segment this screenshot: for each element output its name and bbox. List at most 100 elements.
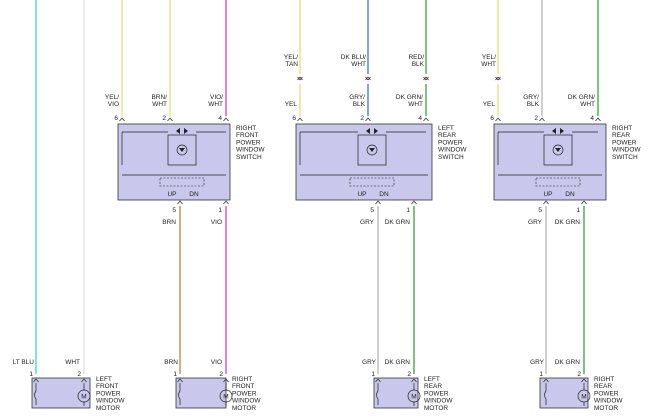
motor-4-internal-wire-left <box>544 383 547 405</box>
switch-3-inline-connector-0 <box>495 76 501 81</box>
switch-3-internal-frame <box>543 134 573 166</box>
motor-2-pin-1: 1 <box>173 371 177 378</box>
switch-3-toggle-frame <box>535 177 581 187</box>
motor-3-connector-1 <box>375 378 381 383</box>
switch-2-body <box>295 123 433 201</box>
motor-3-pin-2: 2 <box>407 371 411 378</box>
switch-1-bottom-label-0: BRN <box>162 219 176 226</box>
motor-3-motor-letter: M <box>411 394 416 401</box>
switch-1-bottom-label-1: VIO <box>211 219 222 226</box>
switch-2-connector-top-2 <box>423 117 429 122</box>
switch-3-diode-pair-icon <box>552 128 564 134</box>
motor-2-internal-wire-left <box>178 383 181 405</box>
motor-3-connector-2 <box>411 378 417 383</box>
switch-3-pin-bottom-0: 5 <box>538 207 542 214</box>
switch-3-pin-bottom-1: 1 <box>576 207 580 214</box>
motor-4-body <box>539 377 589 409</box>
switch-1-connector-bottom-0 <box>177 200 183 205</box>
switch-1-pin-bottom-0: 5 <box>172 207 176 214</box>
motor-4-motor-letter: M <box>581 394 586 401</box>
switch-3-top-label-0: YEL <box>483 101 496 108</box>
switch-2-arrow-icon <box>369 148 375 152</box>
motor-3-internal-wire-left <box>376 383 379 405</box>
switch-1-internal-frame <box>167 134 197 166</box>
switch-2-top-label-1: GRY/BLK <box>349 94 365 108</box>
motor-3-body <box>373 377 419 409</box>
motor-1-body <box>31 377 91 409</box>
switch-1-arrow-icon <box>179 148 185 152</box>
switch-3-connector-top-2 <box>595 117 601 122</box>
switch-3-upper-label-0: YEL/WHT <box>481 54 496 68</box>
switch-2-top-label-0: YEL <box>285 101 298 108</box>
motor-4-pin-1: 1 <box>539 371 543 378</box>
motor-2-pin-2: 2 <box>219 371 223 378</box>
switch-2-relay-coil-icon <box>366 144 378 156</box>
switch-1-toggle-frame <box>159 177 205 187</box>
motor-2-connector-1 <box>177 378 183 383</box>
switch-2-pin-top-2: 4 <box>418 115 422 122</box>
switch-1-pin-bottom-1: 1 <box>218 207 222 214</box>
switch-2-pin-bottom-0: 5 <box>370 207 374 214</box>
switch-1-connector-top-1 <box>167 117 173 122</box>
switch-2-connector-top-0 <box>297 117 303 122</box>
switch-2-upper-label-0: YEL/TAN <box>284 54 298 68</box>
switch-3-relay-coil-icon <box>552 144 564 156</box>
switch-2-inline-connector-2 <box>423 76 429 81</box>
switch-3-bottom-label-1: DK GRN <box>555 219 581 226</box>
motor-1-motor-letter: M <box>81 394 86 401</box>
switch-1-top-label-2: VIO/WHT <box>208 94 223 108</box>
switch-3-pin-top-0: 6 <box>490 115 494 122</box>
switch-1-relay-coil-icon <box>176 144 188 156</box>
switch-3-dn-label: DN <box>565 191 575 198</box>
switch-1-pin-top-0: 6 <box>114 115 118 122</box>
switch-2-connector-bottom-1 <box>411 200 417 205</box>
switch-2-toggle-frame <box>349 177 395 187</box>
motor-4-connector-2 <box>581 378 587 383</box>
switch-2-dn-label: DN <box>379 191 389 198</box>
motor-1-pin-2: 2 <box>77 371 81 378</box>
motor-2-left-label: BRN <box>164 359 178 366</box>
switch-2-connector-top-1 <box>365 117 371 122</box>
switch-1-up-label: UP <box>167 191 176 198</box>
switch-2-pin-top-1: 2 <box>360 115 364 122</box>
motor-1-connector-1 <box>33 378 39 383</box>
switch-1-connector-top-0 <box>119 117 125 122</box>
switch-1-connector-bottom-1 <box>223 200 229 205</box>
switch-1-connector-top-2 <box>223 117 229 122</box>
switch-1-dn-label: DN <box>189 191 199 198</box>
motor-1-internal-wire-left <box>34 383 37 405</box>
switch-1-pin-top-1: 2 <box>162 115 166 122</box>
switch-3-connector-bottom-1 <box>581 200 587 205</box>
motor-1-left-label: LT BLU <box>13 359 35 366</box>
motor-3-left-label: GRY <box>362 359 377 366</box>
switch-2-top-label-2: DK GRN/WHT <box>396 94 423 108</box>
switch-1-top-label-1: BRN/WHT <box>151 94 167 108</box>
motor-2-right-label: VIO <box>211 359 222 366</box>
switch-2-up-label: UP <box>357 191 366 198</box>
switch-3-connector-top-0 <box>495 117 501 122</box>
switch-3-connector-top-1 <box>539 117 545 122</box>
motor-1-connector-2 <box>81 378 87 383</box>
switch-3-bottom-label-0: GRY <box>528 219 543 226</box>
motor-4-left-label: GRY <box>530 359 545 366</box>
switch-2-inline-connector-0 <box>297 76 303 81</box>
switch-2-bottom-label-0: GRY <box>360 219 375 226</box>
motor-3-pin-1: 1 <box>371 371 375 378</box>
switch-2-upper-label-2: RED/BLK <box>408 54 424 68</box>
motor-1-pin-1: 1 <box>29 371 33 378</box>
switch-2-pin-bottom-1: 1 <box>406 207 410 214</box>
motor-2-connector-2 <box>223 378 229 383</box>
switch-2-inline-connector-1 <box>365 76 371 81</box>
switch-2-bottom-label-1: DK GRN <box>385 219 411 226</box>
switch-3-top-label-1: GRY/BLK <box>523 94 539 108</box>
switch-3-pin-top-1: 2 <box>534 115 538 122</box>
switch-3-pin-top-2: 4 <box>590 115 594 122</box>
